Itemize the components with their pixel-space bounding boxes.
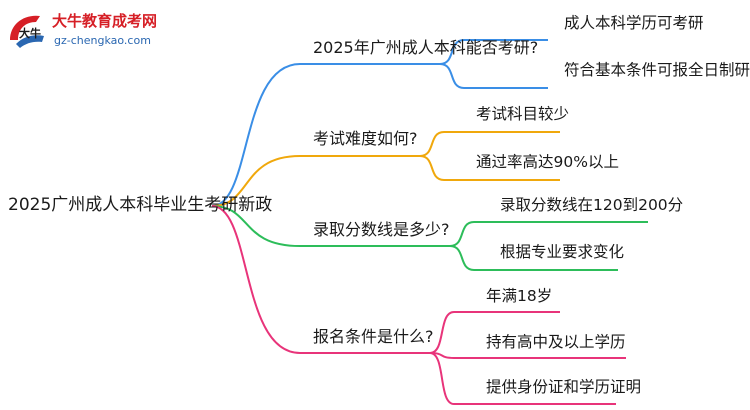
branch-label-can-apply: 2025年广州成人本科能否考研? — [313, 38, 539, 57]
leaf-label-score-line-2: 根据专业要求变化 — [500, 243, 625, 261]
logo-url-text: gz-chengkao.com — [54, 34, 151, 47]
branch-connector-score-line — [211, 205, 450, 247]
root-node-label: 2025广州成人本科毕业生考研新政 — [8, 195, 273, 215]
leaf-connector-can-apply-1 — [439, 39, 548, 65]
leaf-connector-difficulty-1 — [419, 131, 560, 157]
logo-brand-text: 大牛教育成考网 — [52, 12, 158, 30]
leaf-label-requirements-1: 年满18岁 — [486, 287, 553, 305]
logo-mark-icon: 大牛 — [10, 15, 44, 48]
leaf-connector-score-line-1 — [449, 221, 648, 247]
leaf-connector-requirements-2 — [429, 352, 626, 359]
leaf-connector-requirements-1 — [429, 311, 560, 354]
leaf-label-difficulty-2: 通过率高达90%以上 — [476, 153, 619, 171]
branch-label-requirements: 报名条件是什么? — [313, 327, 434, 346]
leaf-label-requirements-2: 持有高中及以上学历 — [486, 333, 626, 351]
leaf-label-requirements-3: 提供身份证和学历证明 — [486, 378, 642, 396]
branch-label-score-line: 录取分数线是多少? — [313, 220, 450, 239]
leaf-label-score-line-1: 录取分数线在120到200分 — [500, 196, 684, 214]
leaf-label-can-apply-1: 成人本科学历可考研 — [564, 14, 704, 32]
leaf-connector-difficulty-2 — [419, 155, 560, 181]
logo-mark-text: 大牛 — [19, 26, 41, 40]
leaf-label-can-apply-2: 符合基本条件可报全日制研究生 — [564, 61, 750, 79]
branch-connector-difficulty — [211, 155, 420, 207]
branch-connector-requirements — [211, 205, 430, 354]
brand-logo: 大牛 大牛教育成考网 gz-chengkao.com — [6, 8, 166, 52]
branch-label-difficulty: 考试难度如何? — [313, 129, 418, 148]
leaf-connector-requirements-3 — [429, 352, 616, 405]
leaf-connector-score-line-2 — [449, 245, 618, 271]
leaf-connector-can-apply-2 — [439, 63, 548, 89]
branch-connector-can-apply — [211, 63, 440, 207]
leaf-label-difficulty-1: 考试科目较少 — [476, 105, 570, 123]
